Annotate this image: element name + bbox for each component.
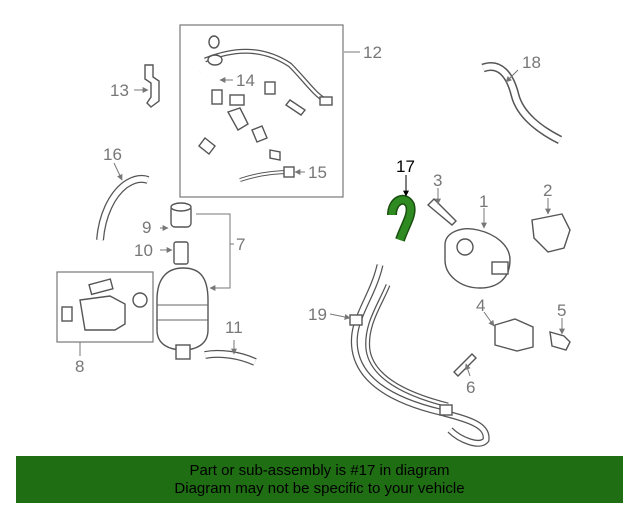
bolt-3 (426, 198, 457, 226)
hose-18 (481, 62, 563, 145)
bracket-2 (531, 213, 571, 253)
banner-line-disclaimer: Diagram may not be specific to your vehi… (174, 480, 465, 497)
callout-11: 11 (225, 318, 243, 337)
callout-8: 8 (75, 357, 84, 376)
parts-diagram: 1 2 3 4 5 6 7 8 9 10 11 12 13 14 15 16 1… (56, 24, 571, 447)
callout-10: 10 (134, 241, 153, 260)
leader-lines (79, 51, 565, 377)
callout-3: 3 (433, 171, 442, 190)
callout-1: 1 (479, 192, 488, 211)
callout-18: 18 (522, 53, 541, 72)
callout-12: 12 (363, 43, 382, 62)
bracket-13 (144, 64, 160, 108)
callout-16: 16 (103, 145, 122, 164)
group-box-12 (179, 24, 344, 198)
callout-17: 17 (396, 157, 415, 176)
reservoir-assembly (156, 202, 209, 360)
callout-15: 15 (308, 163, 327, 182)
banner-line-part: Part or sub-assembly is #17 in diagram (189, 462, 450, 479)
callout-numbers: 1 2 3 4 5 6 7 8 9 10 11 12 13 14 15 16 1… (75, 43, 566, 397)
bracket-set-8 (61, 278, 148, 331)
bolt-5 (549, 331, 571, 351)
pump-1 (444, 228, 511, 289)
bracket-4 (494, 318, 534, 352)
callout-6: 6 (466, 378, 475, 397)
notice-banner: Part or sub-assembly is #17 in diagram D… (16, 456, 623, 503)
bolt-6 (453, 353, 477, 377)
callout-14: 14 (236, 71, 255, 90)
callout-4: 4 (476, 296, 485, 315)
pressure-hose-assembly (188, 35, 333, 182)
callout-7: 7 (236, 235, 245, 254)
line-set-19 (349, 264, 490, 447)
callout-2: 2 (543, 181, 552, 200)
callout-9: 9 (142, 218, 151, 237)
callout-5: 5 (557, 301, 566, 320)
callout-19: 19 (308, 305, 327, 324)
hose-17-highlighted (387, 194, 416, 242)
group-box-8 (56, 271, 154, 343)
callout-13: 13 (110, 81, 129, 100)
